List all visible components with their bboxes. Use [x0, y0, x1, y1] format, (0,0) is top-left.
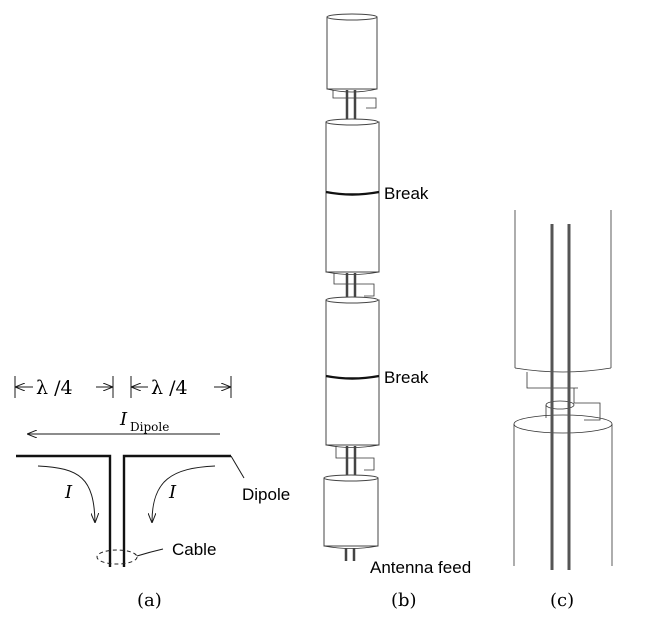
panel-b: Break Break Antenna fee — [323, 13, 471, 611]
upper-cylinder-detail — [514, 210, 612, 373]
panel-a: λ /4 λ /4 I Dipole I I Dipole Cable (a) — [14, 376, 290, 611]
dimension-right — [130, 376, 232, 398]
dipole-current-subscript: Dipole — [130, 420, 169, 434]
dipole-label: Dipole — [242, 485, 290, 504]
bottom-cylinder — [323, 474, 379, 549]
antenna-feed-label: Antenna feed — [370, 558, 471, 577]
break-label-1: Break — [384, 184, 429, 203]
dipole-left-arm — [16, 454, 112, 567]
cable-label: Cable — [172, 540, 216, 559]
break-line-2 — [325, 374, 380, 380]
cable-leader — [136, 548, 164, 557]
dipole-leader — [230, 455, 245, 479]
dipole-current-symbol: I — [119, 409, 128, 430]
dimension-left — [14, 376, 114, 398]
feed-conductors — [344, 548, 356, 561]
right-arm-current-label: I — [168, 482, 177, 503]
dimension-right-label: λ /4 — [151, 377, 188, 399]
junction-wiring — [526, 372, 601, 421]
dipole-right-arm — [122, 454, 231, 567]
caption-c: (c) — [550, 590, 574, 611]
left-arm-current-label: I — [64, 482, 73, 503]
segment-cylinder-lower — [325, 296, 380, 448]
break-label-2: Break — [384, 368, 429, 387]
gap-2 — [333, 273, 375, 300]
gap-3 — [335, 446, 375, 478]
segment-cylinder-upper — [325, 118, 380, 275]
break-line-1 — [325, 190, 380, 196]
cable-marker — [96, 549, 138, 565]
right-arm-current-arrow — [152, 465, 216, 522]
dimension-left-label: λ /4 — [36, 377, 73, 399]
caption-b: (b) — [391, 590, 417, 611]
panel-c: (c) — [513, 210, 613, 611]
left-arm-current-arrow — [37, 465, 95, 522]
lower-cylinder-detail — [513, 414, 613, 566]
caption-a: (a) — [137, 590, 162, 611]
gap-1 — [332, 90, 377, 122]
top-cylinder — [326, 13, 378, 93]
